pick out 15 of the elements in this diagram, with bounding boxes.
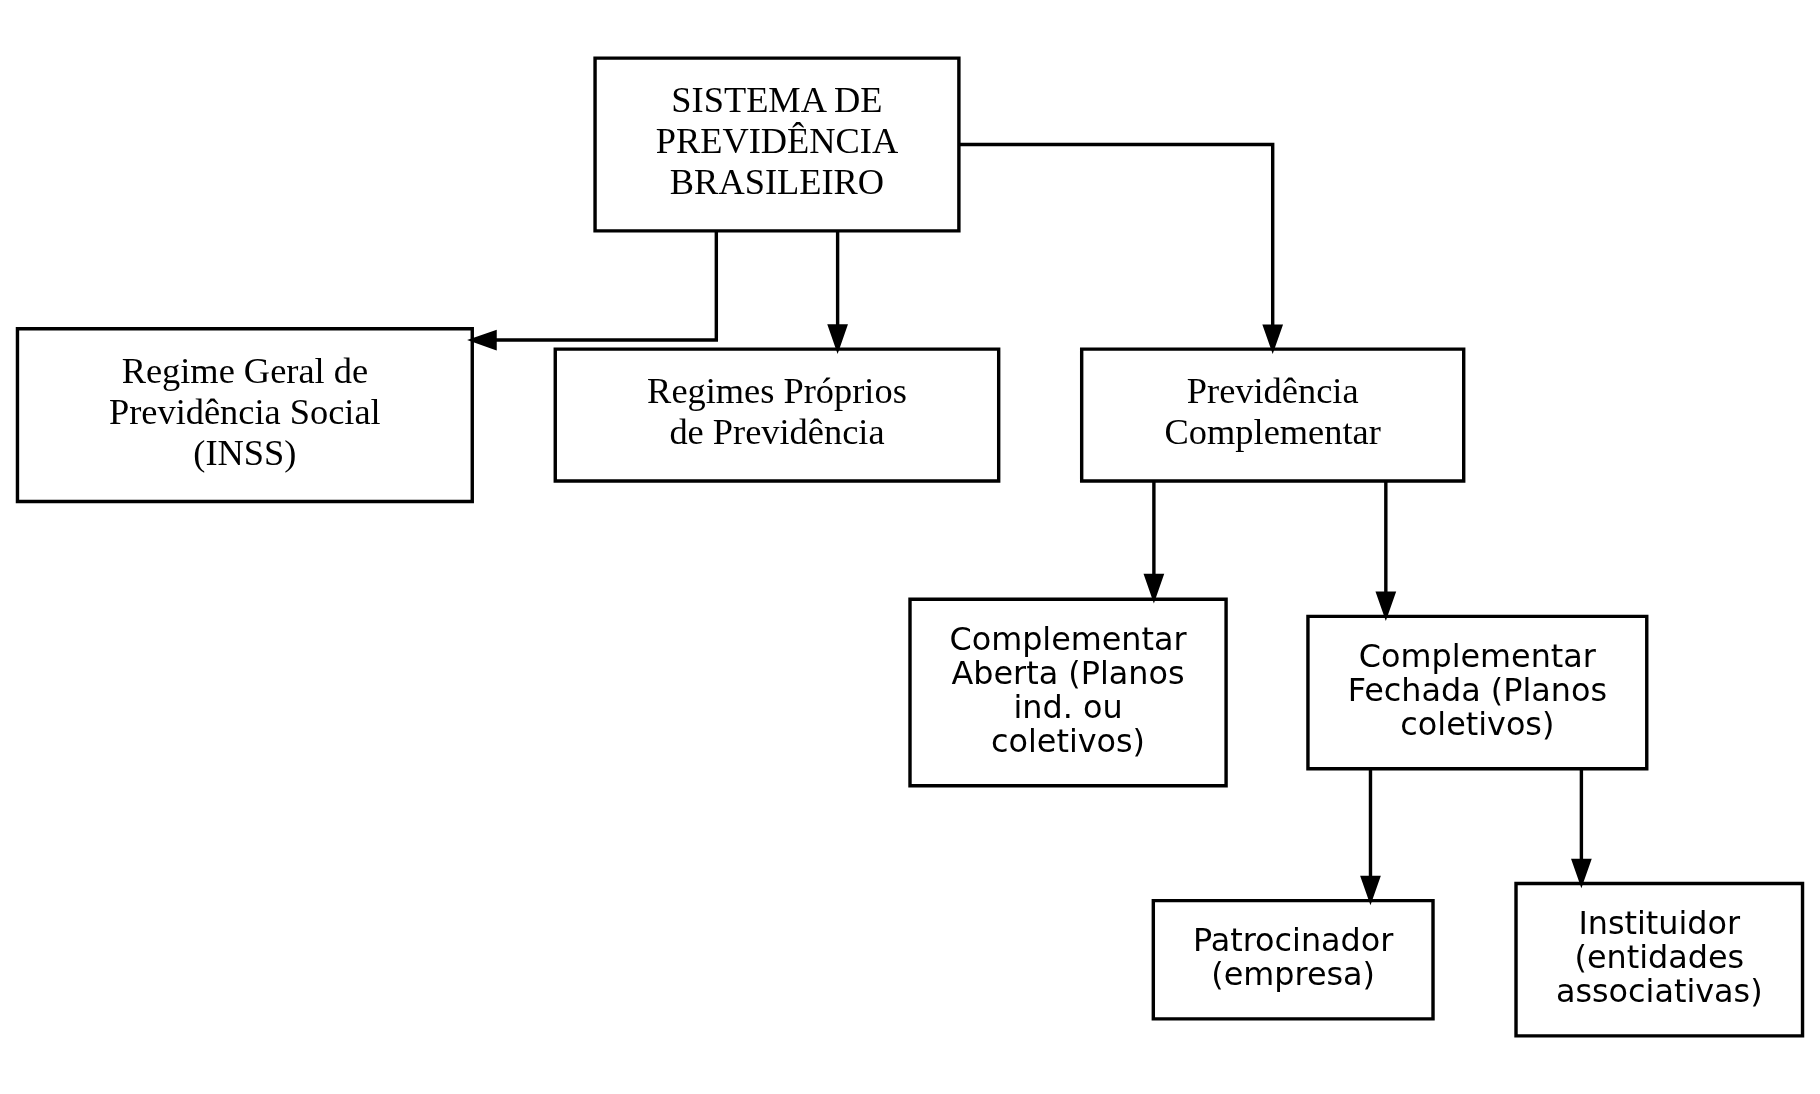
arrow <box>467 231 719 351</box>
node-box: Regime Geral de Previdência Social (INSS) <box>15 327 474 504</box>
arrow <box>1571 769 1592 889</box>
arrow <box>959 142 1284 355</box>
node-box: Previdência Complementar <box>1079 347 1466 483</box>
arrow <box>1360 769 1381 906</box>
node-box: Complementar Aberta (Planos ind. ou coletivos) <box>908 597 1228 788</box>
arrow <box>1375 481 1397 621</box>
arrow <box>1143 481 1165 604</box>
node-box: Instituidor (entidades associativas) <box>1514 881 1805 1038</box>
node-box: Complementar Fechada (Planos coletivos) <box>1306 614 1649 771</box>
node-box: SISTEMA DE PREVIDÊNCIA BRASILEIRO <box>593 56 961 233</box>
arrow <box>827 231 848 354</box>
node-box: Patrocinador (empresa) <box>1151 898 1435 1021</box>
node-box: Regimes Próprios de Previdência <box>553 347 1001 483</box>
